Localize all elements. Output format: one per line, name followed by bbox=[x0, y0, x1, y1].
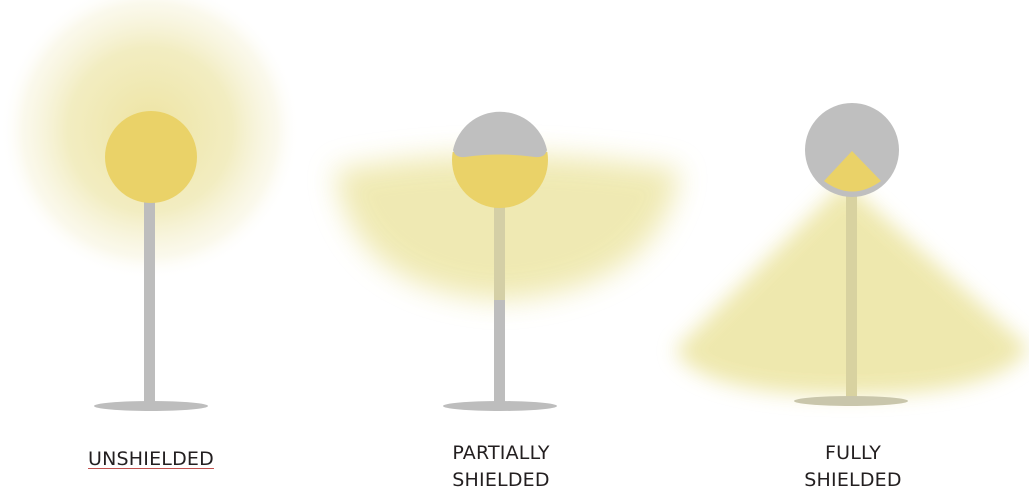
fully-shielded-fixture bbox=[675, 103, 1029, 406]
unshielded-pole bbox=[144, 195, 155, 405]
label-unshielded: UNSHIELDED bbox=[62, 446, 240, 473]
label-partially-line1: PARTIALLY bbox=[412, 440, 590, 467]
unshielded-bulb bbox=[105, 111, 197, 203]
label-fully-line2: SHIELDED bbox=[764, 467, 942, 494]
label-fully-shielded: FULLY SHIELDED bbox=[764, 440, 942, 494]
full-base bbox=[794, 396, 908, 406]
full-pole bbox=[846, 190, 857, 400]
label-unshielded-text: UNSHIELDED bbox=[62, 446, 240, 473]
unshielded-fixture bbox=[0, 0, 300, 411]
partial-base bbox=[443, 401, 557, 411]
label-partially-line2: SHIELDED bbox=[412, 467, 590, 494]
partially-shielded-fixture bbox=[335, 112, 680, 411]
unshielded-base bbox=[94, 401, 208, 411]
label-partially-shielded: PARTIALLY SHIELDED bbox=[412, 440, 590, 494]
partial-pole-lit bbox=[494, 200, 505, 300]
partial-shield bbox=[453, 112, 547, 157]
label-fully-line1: FULLY bbox=[764, 440, 942, 467]
